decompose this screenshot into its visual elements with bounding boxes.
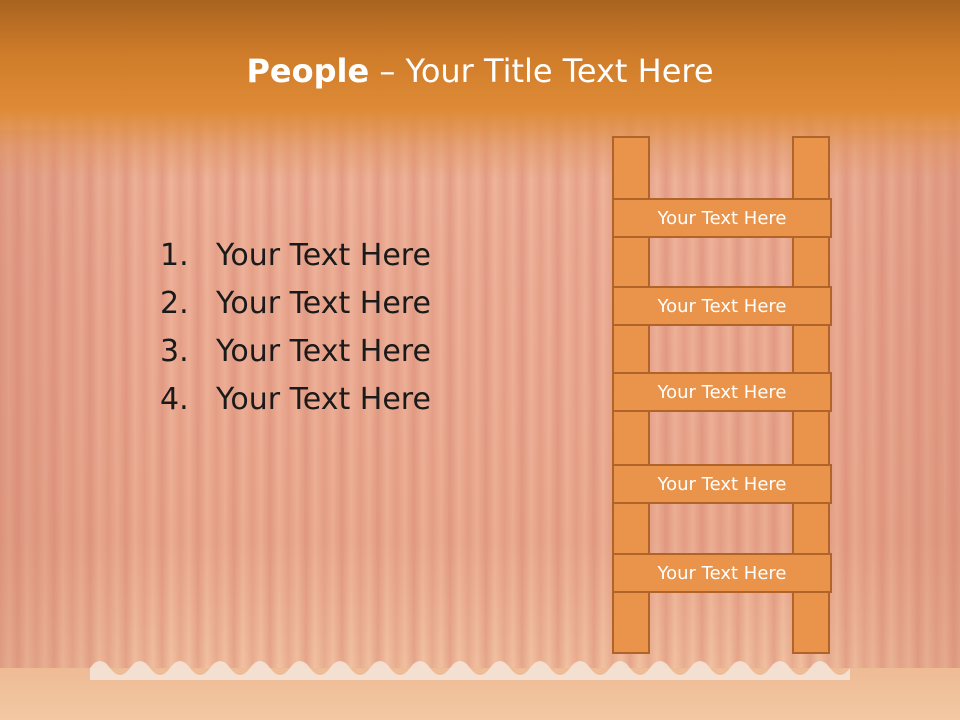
title-text: Your Title Text Here: [405, 52, 714, 90]
list-item: 3. Your Text Here: [160, 328, 431, 376]
ladder-rung: Your Text Here: [612, 464, 832, 504]
slide-title: People – Your Title Text Here: [0, 52, 960, 90]
curtain-fringe: [90, 661, 850, 680]
ladder-rung: Your Text Here: [612, 372, 832, 412]
numbered-list: 1. Your Text Here 2. Your Text Here 3. Your…: [160, 232, 431, 424]
list-item-text: Your Text Here: [216, 286, 431, 321]
list-item: 1. Your Text Here: [160, 232, 431, 280]
ladder-rung: Your Text Here: [612, 553, 832, 593]
title-separator: –: [369, 52, 406, 90]
list-item-text: Your Text Here: [216, 238, 431, 273]
list-item-number: 4.: [160, 382, 189, 417]
list-item-text: Your Text Here: [216, 334, 431, 369]
list-item-number: 1.: [160, 238, 189, 273]
list-item-number: 3.: [160, 334, 189, 369]
list-item: 2. Your Text Here: [160, 280, 431, 328]
title-emphasis: People: [246, 52, 370, 90]
ladder-rung: Your Text Here: [612, 286, 832, 326]
curtain-drape-left: [0, 130, 160, 690]
list-item: 4. Your Text Here: [160, 376, 431, 424]
list-item-number: 2.: [160, 286, 189, 321]
ladder-rung: Your Text Here: [612, 198, 832, 238]
list-item-text: Your Text Here: [216, 382, 431, 417]
